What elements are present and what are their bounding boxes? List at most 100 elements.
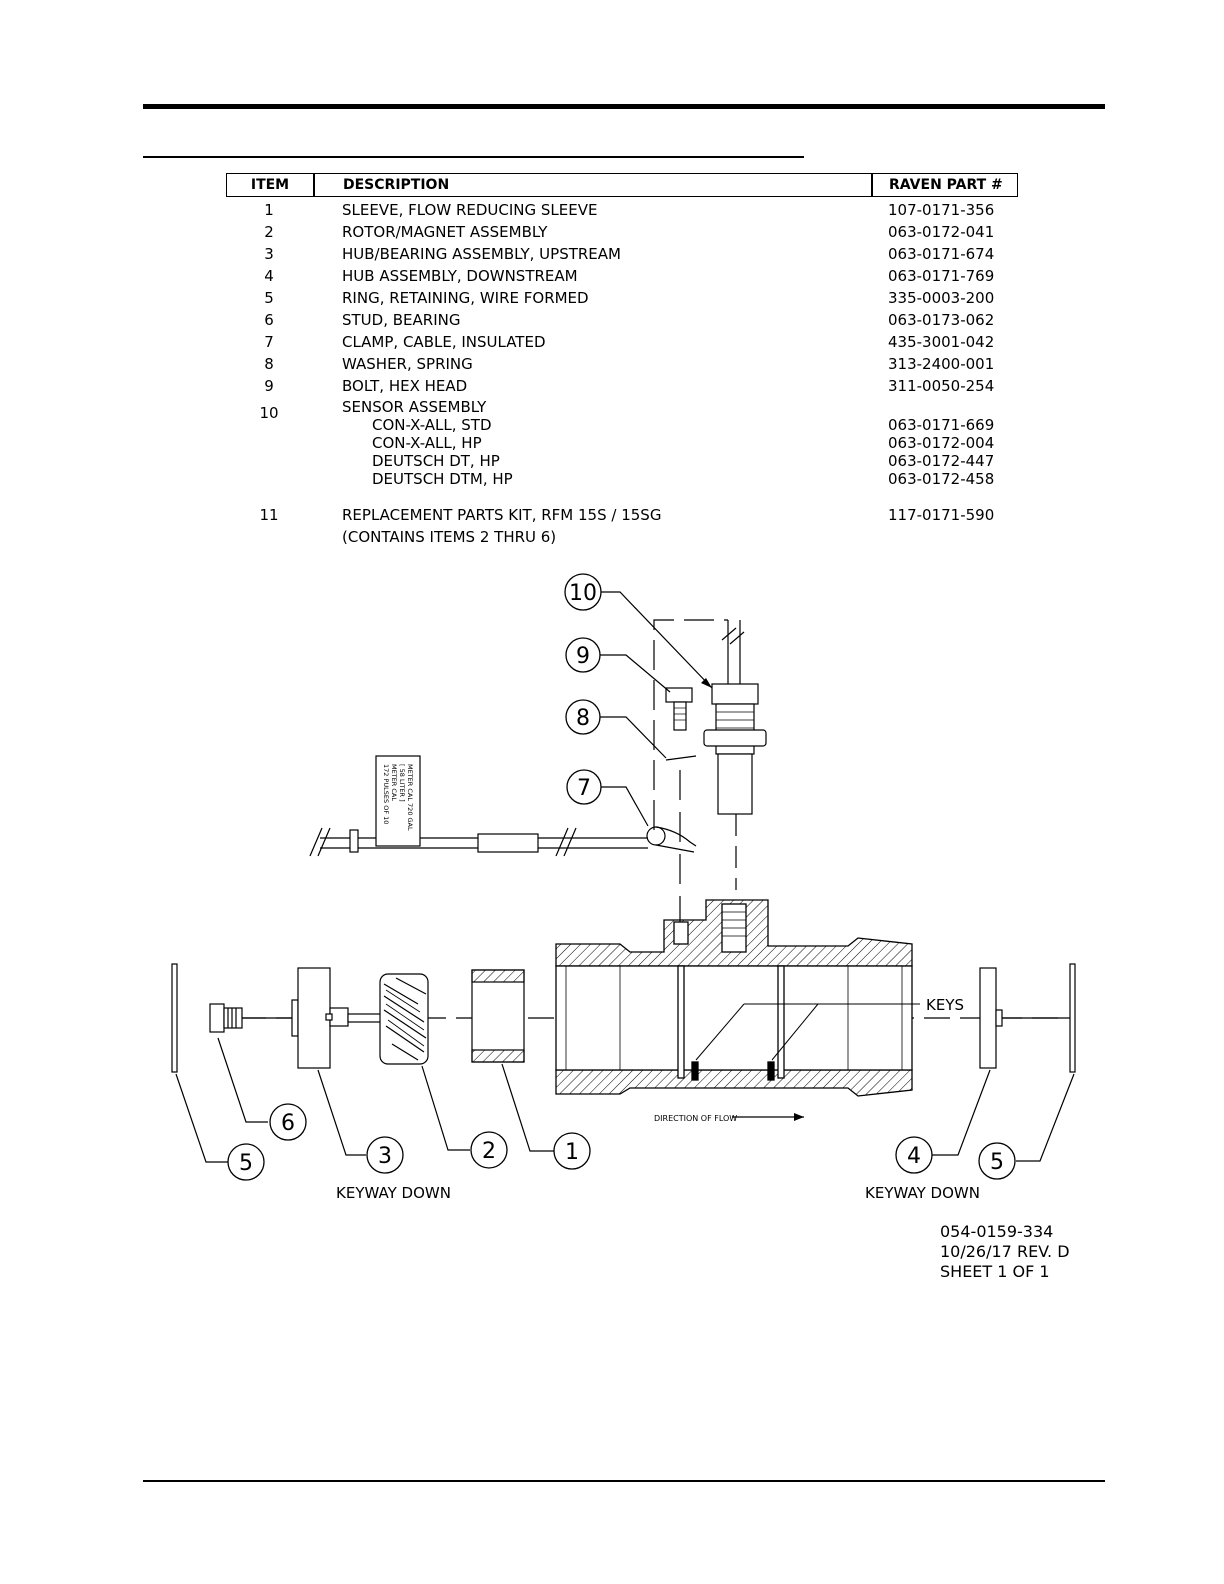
meter-cal-tag-text: METER CAL 720 GAL [ 58 LITER ] METER CAL… — [382, 764, 414, 831]
description-cell: RING, RETAINING, WIRE FORMED — [342, 289, 589, 307]
kit-description-note: (CONTAINS ITEMS 2 THRU 6) — [342, 528, 557, 546]
description-cell: WASHER, SPRING — [342, 355, 473, 373]
part-cell: 313-2400-001 — [888, 355, 995, 373]
document-sheet: SHEET 1 OF 1 — [940, 1262, 1050, 1281]
upstream-hub — [291, 967, 385, 1069]
callout-5-right: 5 — [990, 1150, 1004, 1175]
sensor-cable — [309, 755, 648, 857]
item-cell: 4 — [264, 267, 274, 285]
retaining-ring-right — [1069, 963, 1076, 1073]
description-cell: ROTOR/MAGNET ASSEMBLY — [342, 223, 548, 241]
callout-2: 2 — [482, 1139, 496, 1164]
item-cell: 5 — [264, 289, 274, 307]
item-cell: 9 — [264, 377, 274, 395]
table-row: 6 STUD, BEARING 063-0173-062 — [226, 309, 1018, 331]
header-part: RAVEN PART # — [889, 177, 1003, 193]
part-cell: 063-0171-769 — [888, 267, 995, 285]
sensor-variant-row: DEUTSCH DTM, HP 063-0172-458 — [226, 470, 1018, 488]
description-cell: BOLT, HEX HEAD — [342, 377, 468, 395]
part-cell: 063-0173-062 — [888, 311, 995, 329]
item-cell: 1 — [264, 201, 274, 219]
table-header: ITEM DESCRIPTION RAVEN PART # — [226, 173, 1018, 197]
callout-8: 8 — [576, 706, 590, 731]
header-rule-thick — [143, 104, 1105, 109]
header-item: ITEM — [250, 177, 290, 193]
table-row: 5 RING, RETAINING, WIRE FORMED 335-0003-20… — [226, 287, 1018, 309]
leader-arrow-10 — [701, 678, 712, 688]
variant-description: DEUTSCH DT, HP — [372, 452, 500, 470]
variant-description: DEUTSCH DTM, HP — [372, 470, 513, 488]
svg-text:METER CAL: METER CAL — [390, 764, 398, 801]
meter-body — [555, 899, 920, 1097]
callout-10: 10 — [569, 581, 597, 606]
item-cell: 2 — [264, 223, 274, 241]
hex-bolt — [665, 687, 693, 731]
variant-part: 063-0171-669 — [888, 416, 995, 434]
keyway-label-right: KEYWAY DOWN — [865, 1184, 980, 1202]
bearing-stud — [209, 1003, 296, 1033]
description-cell: HUB/BEARING ASSEMBLY, UPSTREAM — [342, 245, 621, 263]
table-row-sensor: 10 SENSOR ASSEMBLY — [226, 398, 1018, 422]
spring-washer — [665, 755, 697, 761]
kit-part: 117-0171-590 — [888, 506, 995, 524]
callout-4: 4 — [907, 1144, 921, 1169]
variant-part: 063-0172-004 — [888, 434, 995, 452]
part-cell: 063-0171-674 — [888, 245, 995, 263]
part-cell: 107-0171-356 — [888, 201, 995, 219]
table-row: 7 CLAMP, CABLE, INSULATED 435-3001-042 — [226, 331, 1018, 353]
item-cell: 6 — [264, 311, 274, 329]
table-row: 9 BOLT, HEX HEAD 311-0050-254 — [226, 375, 1018, 397]
header-description: DESCRIPTION — [343, 177, 450, 193]
kit-description: REPLACEMENT PARTS KIT, RFM 15S / 15SG — [342, 506, 662, 524]
part-cell: 063-0172-041 — [888, 223, 995, 241]
callout-7: 7 — [577, 776, 591, 801]
keys-label: KEYS — [926, 996, 964, 1014]
kit-item: 11 — [259, 506, 279, 524]
callout-6: 6 — [281, 1111, 295, 1136]
variant-description: CON-X-ALL, STD — [372, 416, 492, 434]
description-cell: CLAMP, CABLE, INSULATED — [342, 333, 546, 351]
part-cell: 435-3001-042 — [888, 333, 995, 351]
keyway-label-left: KEYWAY DOWN — [336, 1184, 451, 1202]
flow-sleeve — [471, 969, 525, 1063]
footer-rule — [143, 1480, 1105, 1482]
cable-clamp — [646, 826, 697, 853]
table-row: 2 ROTOR/MAGNET ASSEMBLY 063-0172-041 — [226, 221, 1018, 243]
table-row-kit: 11 REPLACEMENT PARTS KIT, RFM 15S / 15SG… — [226, 504, 1018, 526]
flow-arrowhead — [794, 1113, 804, 1121]
part-cell: 335-0003-200 — [888, 289, 995, 307]
description-cell: SLEEVE, FLOW REDUCING SLEEVE — [342, 201, 598, 219]
svg-text:172 PULSES OF 10: 172 PULSES OF 10 — [382, 764, 390, 824]
callout-5-left: 5 — [239, 1151, 253, 1176]
downstream-hub — [979, 967, 1070, 1069]
table-rows: 1 SLEEVE, FLOW REDUCING SLEEVE 107-0171-35… — [226, 197, 1018, 397]
callout-9: 9 — [576, 644, 590, 669]
sensor-item: 10 — [259, 404, 279, 422]
callout-1: 1 — [565, 1140, 579, 1165]
part-cell: 311-0050-254 — [888, 377, 995, 395]
variant-part: 063-0172-458 — [888, 470, 995, 488]
sensor-variant-row: CON-X-ALL, STD 063-0171-669 — [226, 416, 1018, 434]
retaining-ring-left — [171, 963, 178, 1073]
svg-text:METER CAL 720 GAL: METER CAL 720 GAL — [406, 764, 414, 831]
description-cell: STUD, BEARING — [342, 311, 461, 329]
wire-route — [653, 619, 728, 830]
svg-text:[ 58 LITER ]: [ 58 LITER ] — [398, 764, 406, 802]
document-info: 054-0159-334 10/26/17 REV. D SHEET 1 OF … — [940, 1222, 1070, 1282]
sensor-description: SENSOR ASSEMBLY — [342, 398, 487, 416]
document-date-rev: 10/26/17 REV. D — [940, 1242, 1070, 1261]
callout-3: 3 — [378, 1144, 392, 1169]
item-cell: 7 — [264, 333, 274, 351]
table-row: 1 SLEEVE, FLOW REDUCING SLEEVE 107-0171-35… — [226, 199, 1018, 221]
sensor-assembly — [703, 620, 767, 890]
callout-bubbles — [227, 573, 1016, 1181]
rotor-magnet — [379, 973, 429, 1065]
meter-cal-tag — [375, 755, 421, 847]
